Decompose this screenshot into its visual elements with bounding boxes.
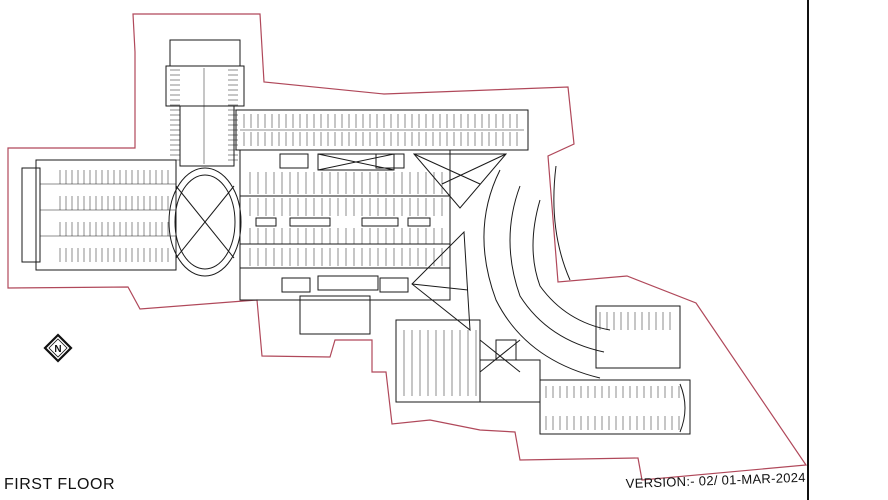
building-outline — [21, 39, 691, 435]
site-boundary — [7, 13, 808, 481]
north-arrow-icon — [43, 333, 73, 363]
sheet-edge-line — [807, 0, 809, 500]
parking-stalls — [59, 69, 680, 430]
north-marker: N — [54, 344, 61, 355]
floor-label: FIRST FLOOR — [4, 476, 115, 493]
